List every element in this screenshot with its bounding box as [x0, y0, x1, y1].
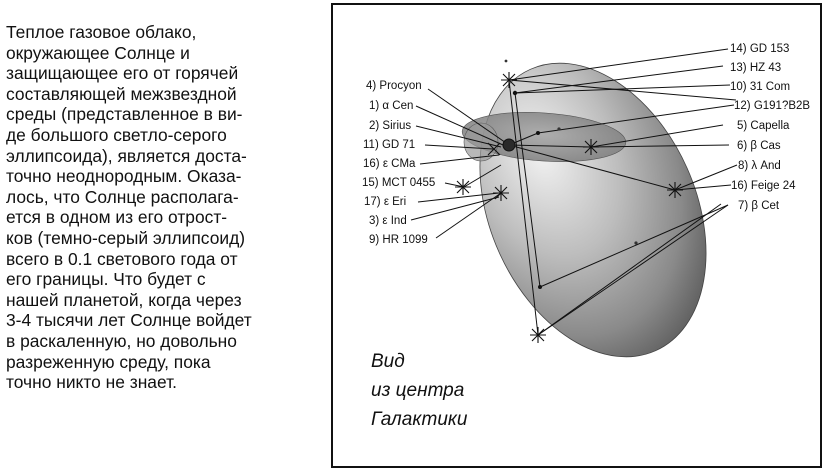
star-label: 5) Capella [737, 120, 790, 132]
star-markers [455, 72, 683, 343]
article-text: Теплое газовое облако, окружающее Солнце… [6, 22, 324, 393]
article-line: разреженную среду, пока [6, 351, 211, 372]
star-label: 9) HR 1099 [369, 234, 428, 246]
article-line: среды (представленное в ви- [6, 104, 243, 125]
article-line: составляющей межзвездной [6, 83, 237, 104]
star-label: 2) Sirius [369, 120, 411, 132]
star-dot [538, 285, 542, 289]
figure-caption-line: Вид [371, 351, 405, 372]
star-label: 17) ε Eri [364, 196, 406, 208]
star-label: 1) α Cen [369, 100, 413, 112]
article-line: защищающее его от горячей [6, 63, 239, 84]
star-icon [455, 179, 471, 195]
small-ellipsoid [461, 112, 627, 162]
star-dot [634, 241, 638, 245]
figure-caption-line: из центра [371, 380, 464, 401]
large-ellipsoid [479, 62, 707, 358]
star-icon [487, 142, 501, 156]
star-label: 16) Feige 24 [731, 180, 796, 192]
star-icon [583, 139, 599, 155]
article-line: лось, что Солнце располага- [6, 186, 239, 207]
star-label: 3) ε Ind [369, 215, 407, 227]
article-line: точно неоднородным. Оказа- [6, 166, 242, 187]
article-line: всего в 0.1 светового года от [6, 248, 238, 269]
article-line: 3-4 тысячи лет Солнце войдет [6, 310, 252, 331]
article-line: де большого светло-серого [6, 124, 227, 145]
article-line: эллипсоида), является доста- [6, 145, 247, 166]
star-icon [667, 182, 683, 198]
article-line: ется в одном из его отрост- [6, 207, 228, 228]
star-dot [512, 90, 518, 96]
sun-marker [502, 138, 516, 152]
star-icon [501, 72, 517, 88]
article-line: ков (темно-серый эллипсоид) [6, 227, 246, 248]
star-icon [530, 327, 546, 343]
star-label: 15) MCT 0455 [362, 177, 435, 189]
figure-caption-line: Галактики [371, 409, 468, 430]
star-dot [504, 59, 508, 63]
star-dot [557, 127, 561, 131]
article-line: в раскаленную, но довольно [6, 330, 237, 351]
star-dot [536, 131, 540, 135]
star-label: 11) GD 71 [363, 139, 415, 151]
article-line: нашей планетой, когда через [6, 289, 242, 310]
star-label: 7) β Cet [738, 200, 780, 212]
article-line: его границы. Что будет с [6, 269, 206, 290]
article-line: Теплое газовое облако, [6, 22, 197, 42]
cloud-diagram: 4) Procyon 1) α Cen 2) Sirius 11) GD 71 … [362, 43, 810, 430]
label-leaders [410, 48, 738, 336]
star-label: 16) ε CMa [363, 158, 416, 170]
star-icon [493, 185, 509, 201]
article-line: окружающее Солнце и [6, 42, 190, 63]
cloud-figure: 4) Procyon 1) α Cen 2) Sirius 11) GD 71 … [331, 3, 822, 468]
star-label: 6) β Cas [737, 140, 781, 152]
star-label: 8) λ And [738, 160, 781, 172]
star-label: 14) GD 153 [730, 43, 789, 55]
star-label: 13) HZ 43 [730, 62, 781, 74]
star-label: 4) Procyon [366, 80, 422, 92]
article-line: точно никто не знает. [6, 372, 177, 393]
star-label: 10) 31 Com [730, 81, 790, 93]
star-label: 12) G191?B2B [734, 100, 810, 112]
